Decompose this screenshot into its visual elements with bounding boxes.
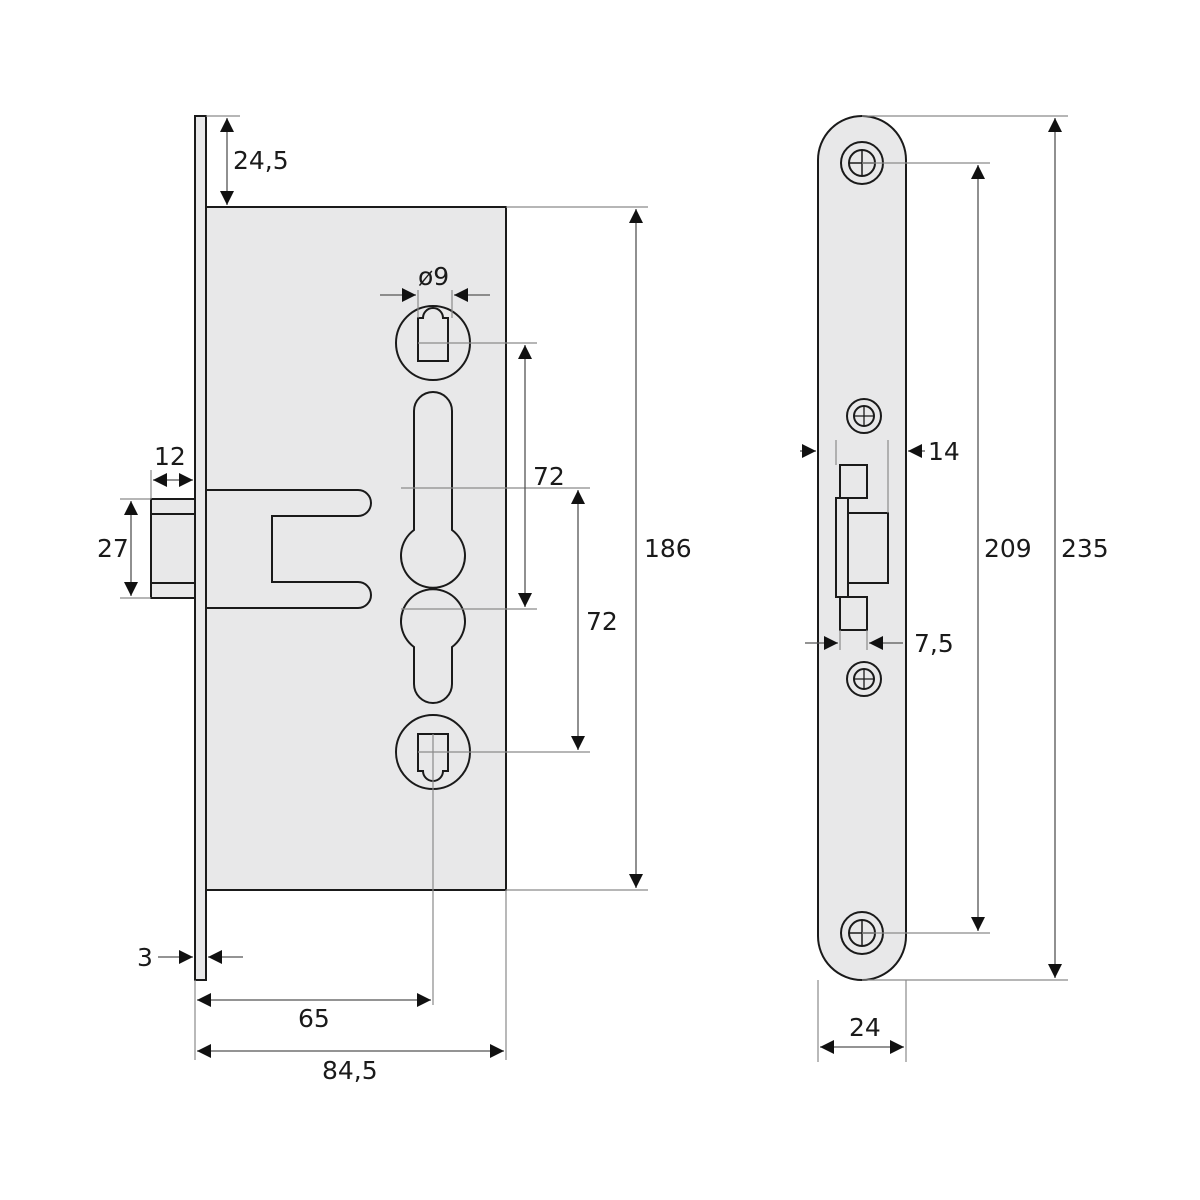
latch-bolt xyxy=(150,498,196,599)
dim-latch-projection: 12 xyxy=(154,442,186,471)
dim-case-height: 186 xyxy=(644,534,692,563)
dim-forend-thickness: 3 xyxy=(137,943,153,972)
forend-plate xyxy=(194,115,207,981)
dim-plate-width: 24 xyxy=(849,1013,881,1042)
strike-plate-body xyxy=(817,115,907,981)
dim-backset: 65 xyxy=(298,1004,330,1033)
strike-plate: 14 7,5 209 235 24 xyxy=(800,115,1109,1062)
dim-screw-hole-spacing: 209 xyxy=(984,534,1032,563)
dim-spindle-to-keyhole: 72 xyxy=(533,462,565,491)
latch-opening xyxy=(835,464,889,631)
screw-hole-lower-small xyxy=(846,661,882,697)
dim-case-depth: 84,5 xyxy=(322,1056,378,1085)
dim-keyhole-to-lower-spindle: 72 xyxy=(586,607,618,636)
dim-small-opening-width: 7,5 xyxy=(914,629,954,658)
dim-latch-height: 27 xyxy=(97,534,129,563)
upper-spindle-hub xyxy=(395,305,537,381)
screw-hole-upper-small xyxy=(846,398,882,434)
lower-keyhole xyxy=(400,588,466,704)
upper-keyhole xyxy=(400,391,466,589)
dim-plate-length: 235 xyxy=(1061,534,1109,563)
lock-case xyxy=(205,206,507,891)
dim-spindle-diameter: ø9 xyxy=(418,262,449,291)
dim-opening-width: 14 xyxy=(928,437,960,466)
latch-slot xyxy=(206,489,372,609)
lower-spindle-hub xyxy=(395,714,590,1005)
dim-forend-top-offset: 24,5 xyxy=(233,146,289,175)
lock-body: 24,5 ø9 72 72 186 12 27 3 65 84,5 xyxy=(97,115,692,1085)
